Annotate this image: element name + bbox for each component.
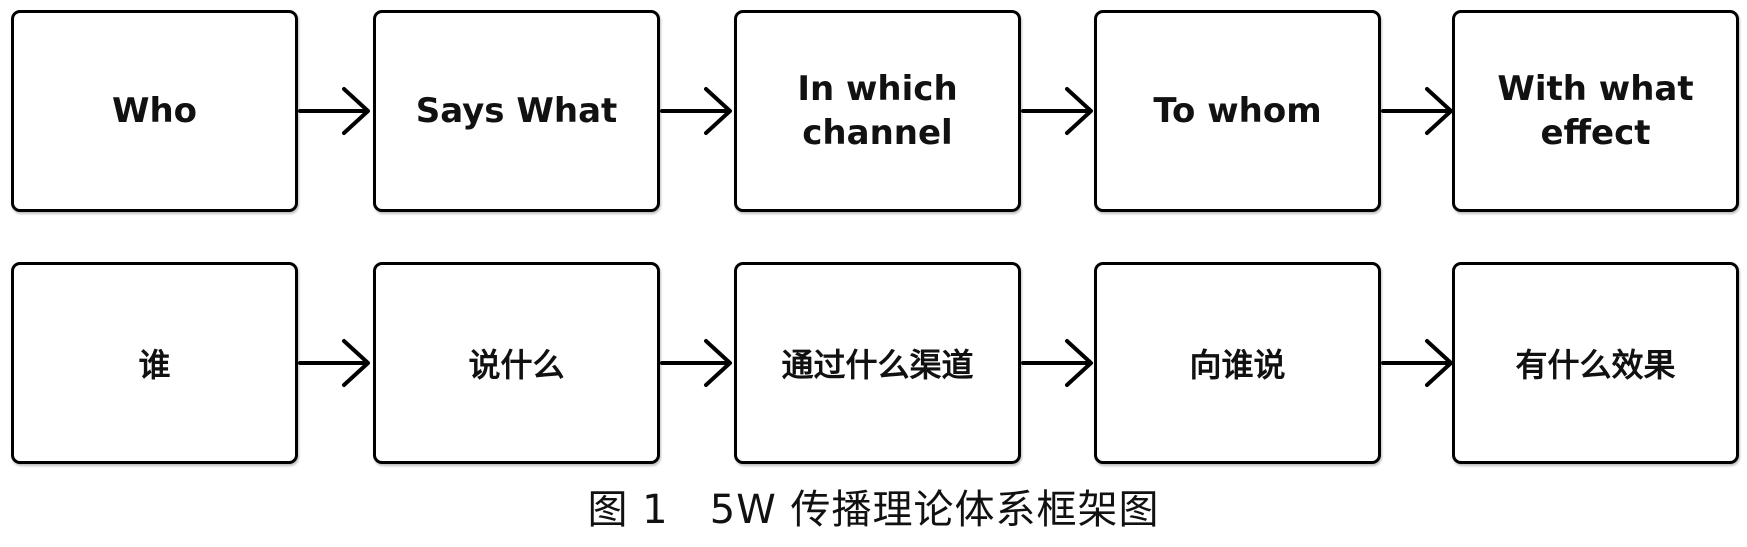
node-with-what-effect-label: With what effect — [1497, 69, 1694, 153]
node-to-whom: To whom — [1094, 10, 1381, 212]
arrow-right-icon — [660, 87, 732, 135]
arrow-right-icon — [1381, 339, 1453, 387]
node-who: Who — [11, 10, 298, 212]
node-shui-label: 谁 — [138, 346, 171, 384]
figure-number: 图 1 — [587, 487, 669, 533]
arrow-right-icon — [1021, 339, 1093, 387]
node-says-what-label: Says What — [415, 91, 618, 131]
arrow-right-icon — [1021, 87, 1093, 135]
node-xiaoguo-label: 有什么效果 — [1515, 346, 1676, 384]
node-xiaoguo: 有什么效果 — [1452, 262, 1739, 464]
node-says-what: Says What — [373, 10, 660, 212]
figure-title: 5W 传播理论体系框架图 — [709, 487, 1160, 533]
node-in-which-channel-label: In which channel — [797, 69, 958, 153]
node-shuo-shenme-label: 说什么 — [468, 346, 565, 384]
node-xiang-shui-shuo-label: 向谁说 — [1189, 346, 1286, 384]
node-qudao: 通过什么渠道 — [734, 262, 1021, 464]
arrow-right-icon — [660, 339, 732, 387]
arrow-right-icon — [298, 87, 370, 135]
chinese-flow-row: 谁 说什么 通过什么渠道 向谁说 有什么效果 — [0, 262, 1747, 468]
node-shui: 谁 — [11, 262, 298, 464]
caption-gap — [669, 487, 710, 533]
english-flow-row: Who Says What In which channel To whom W… — [0, 10, 1747, 216]
node-shuo-shenme: 说什么 — [373, 262, 660, 464]
node-with-what-effect: With what effect — [1452, 10, 1739, 212]
node-who-label: Who — [111, 91, 198, 131]
arrow-right-icon — [298, 339, 370, 387]
figure-caption: 图 1 5W 传播理论体系框架图 — [0, 484, 1747, 536]
node-in-which-channel: In which channel — [734, 10, 1021, 212]
node-to-whom-label: To whom — [1153, 91, 1322, 131]
node-qudao-label: 通过什么渠道 — [781, 346, 974, 384]
node-xiang-shui-shuo: 向谁说 — [1094, 262, 1381, 464]
arrow-right-icon — [1381, 87, 1453, 135]
